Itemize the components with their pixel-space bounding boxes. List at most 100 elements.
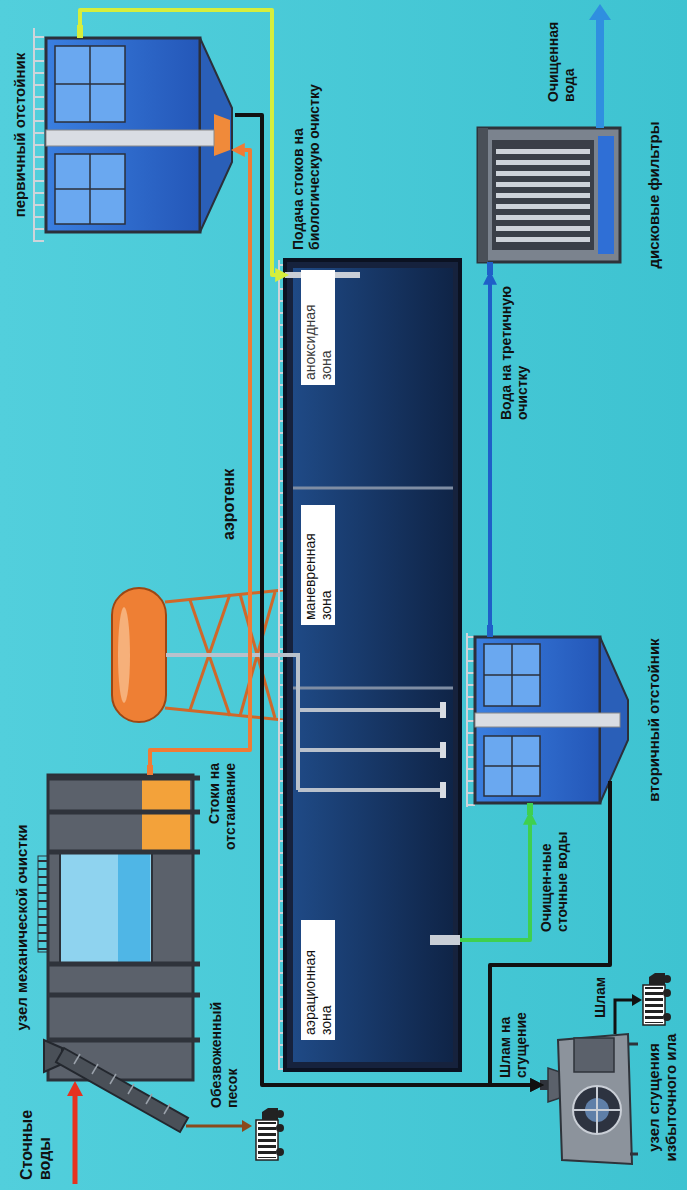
mechanical-unit-illustration [60,852,152,964]
inlet-arrow [67,1081,83,1184]
secondary-clarifier-illustration [527,803,533,815]
thickener-illustration [573,1086,621,1134]
sand-discharge [186,1120,252,1132]
free-label: Обезвоженный песок [208,983,240,1108]
truck-icon [276,1124,284,1132]
aeration-tank-illustration [440,702,446,718]
aeration-tank-illustration [298,748,440,752]
truck-icon [276,1148,284,1156]
mechanical-unit-illustration [74,1054,80,1064]
aeration-tank-illustration [293,687,453,690]
thickener-illustration [573,1086,621,1134]
disk-filter-illustration [478,128,488,262]
blower-illustration [118,607,130,703]
truck-icon [256,1108,284,1160]
flow-pipe [150,150,250,765]
free-label: Сточные воды [18,1092,55,1180]
node-text: аэрационная зона [302,925,334,1035]
truck-icon [643,985,665,1025]
mechanical-unit-illustration [128,1084,134,1094]
truck-icon [663,975,671,983]
mechanical-unit-illustration [48,810,200,815]
blower-illustration [190,600,230,716]
inlet-arrow [67,1081,83,1096]
mechanical-unit-illustration [48,775,193,1080]
flow-pipe [488,275,492,625]
mechanical-unit-illustration [164,1104,170,1114]
mechanical-unit-illustration [48,850,200,855]
tank-zone: аэрационная зона [295,690,450,1060]
aeration-tank-illustration [440,782,446,798]
disk-filter-illustration [478,128,620,262]
mechanical-unit-illustration [48,962,200,967]
inlet-arrow [73,1094,78,1184]
secondary-clarifier-illustration [487,625,493,637]
aeration-tank-illustration [440,742,446,758]
node-text: узел механической очистки [13,769,30,1086]
aeration-tank-illustration [298,788,440,792]
thickener-illustration [573,1109,621,1111]
primary-clarifier-illustration [89,154,91,224]
aeration-tank-illustration [278,260,280,1070]
node-text: вторичный отстойник [645,629,662,811]
primary-clarifier-illustration [34,25,232,242]
filter-unit: дисковые фильтры [465,115,665,275]
sludge-discharge [615,1000,634,1034]
sand-discharge [242,1120,252,1132]
free-label: Очищенная вода [545,6,577,102]
disk-filter-illustration [478,4,620,275]
flow-label: Очищен-ные сточные воды [538,820,570,932]
secondary-clarifier-illustration [484,736,540,796]
flow-pipe [235,115,540,1085]
blower-illustration [190,594,230,710]
flow-label: Стоки на отстаивание [206,763,238,898]
free-label: Шлам [592,973,608,1018]
primary-clarifier-illustration [89,46,91,122]
text-holder: маневренная зона [301,505,335,625]
aeration-tank-illustration [298,708,440,712]
secondary-clarifier-illustration [511,644,513,706]
mechanical-unit-illustration [56,1048,188,1132]
aeration-tank-illustration [440,702,446,798]
primary-clarifier-illustration [55,154,125,224]
node-text: узел сгущения избыточного ила [645,1024,680,1171]
secondary-clarifier-illustration [608,781,612,815]
flow-label: Вода на третичную очистку [498,280,530,420]
secondary-clarifier-illustration [475,713,620,727]
mechanical-unit-illustration [48,778,200,1040]
mechanical-unit-illustration [92,1064,98,1074]
aeration-tank-illustration [285,260,460,1070]
mechanical-unit-illustration [110,1074,116,1084]
text-holder: дисковые фильтры [645,119,662,271]
aeration-tank-illustration [293,487,453,490]
clarifier-unit: вторичный отстойник [465,625,665,815]
mechanical-unit-illustration [74,1054,170,1114]
mechanical-unit-illustration [48,993,200,998]
disk-filter-illustration [589,4,611,20]
mechanical-unit-illustration [146,1094,152,1104]
blower-illustration [112,588,166,722]
disk-filter-illustration [487,262,493,275]
sand-discharge [186,1125,244,1128]
aeration-tank-illustration [430,935,460,945]
primary-clarifier-illustration [46,130,214,146]
sludge-discharge [632,994,642,1006]
thickener-illustration [558,1034,632,1164]
truck-icon [645,987,663,1023]
thickener-illustration [574,1038,614,1072]
primary-clarifier-illustration [77,25,83,38]
mechanical-unit-illustration [48,776,200,781]
aeration-tank-illustration [166,260,460,1070]
mechanical-unit-illustration [48,1038,200,1043]
disk-filter-illustration [492,140,594,250]
thickener-illustration [630,1153,638,1156]
node-text: дисковые фильтры [645,119,662,271]
flow-pipe [460,815,530,940]
secondary-clarifier-illustration [467,625,628,815]
text-holder: вторичный отстойник [645,629,662,811]
tank-zone: аноксидная зона [295,270,450,480]
truck-icon [649,973,665,985]
truck-icon [262,1108,278,1120]
